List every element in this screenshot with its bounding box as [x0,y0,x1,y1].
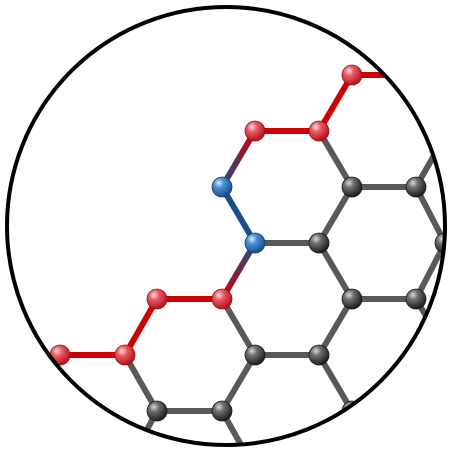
edge-atom [341,64,363,86]
nitrogen-bond [219,184,258,246]
carbon-bond [349,408,383,445]
carbon-atom [308,344,330,366]
carbon-bond [413,240,445,302]
edge-bond [316,72,355,134]
carbon-bond [316,184,355,246]
carbon-bond [316,128,355,190]
carbon-bond [219,352,258,414]
carbon-bond [316,352,355,414]
carbon-atom [341,176,363,198]
carbon-bond [316,240,355,302]
carbon-bond [413,184,445,246]
edge-atom [114,344,136,366]
nitrogen-edge-bond [219,240,258,302]
carbon-atom [244,344,266,366]
edge-atom [211,288,233,310]
viewport-circle [5,5,447,447]
nitrogen-edge-bond [219,128,258,190]
carbon-atom [308,232,330,254]
carbon-atom [146,400,168,422]
edge-atom [308,120,330,142]
edge-atom [146,288,168,310]
edge-atom [244,120,266,142]
carbon-bond [122,352,160,414]
carbon-atom [211,400,233,422]
carbon-bond [316,296,355,358]
nitrogen-atom [244,232,266,254]
nitrogen-atom [211,176,233,198]
carbon-atom [405,288,427,310]
carbon-atom [405,176,427,198]
carbon-atom [341,288,363,310]
carbon-atom [434,232,445,254]
edge-bond [122,296,160,358]
carbon-bond [219,296,258,358]
